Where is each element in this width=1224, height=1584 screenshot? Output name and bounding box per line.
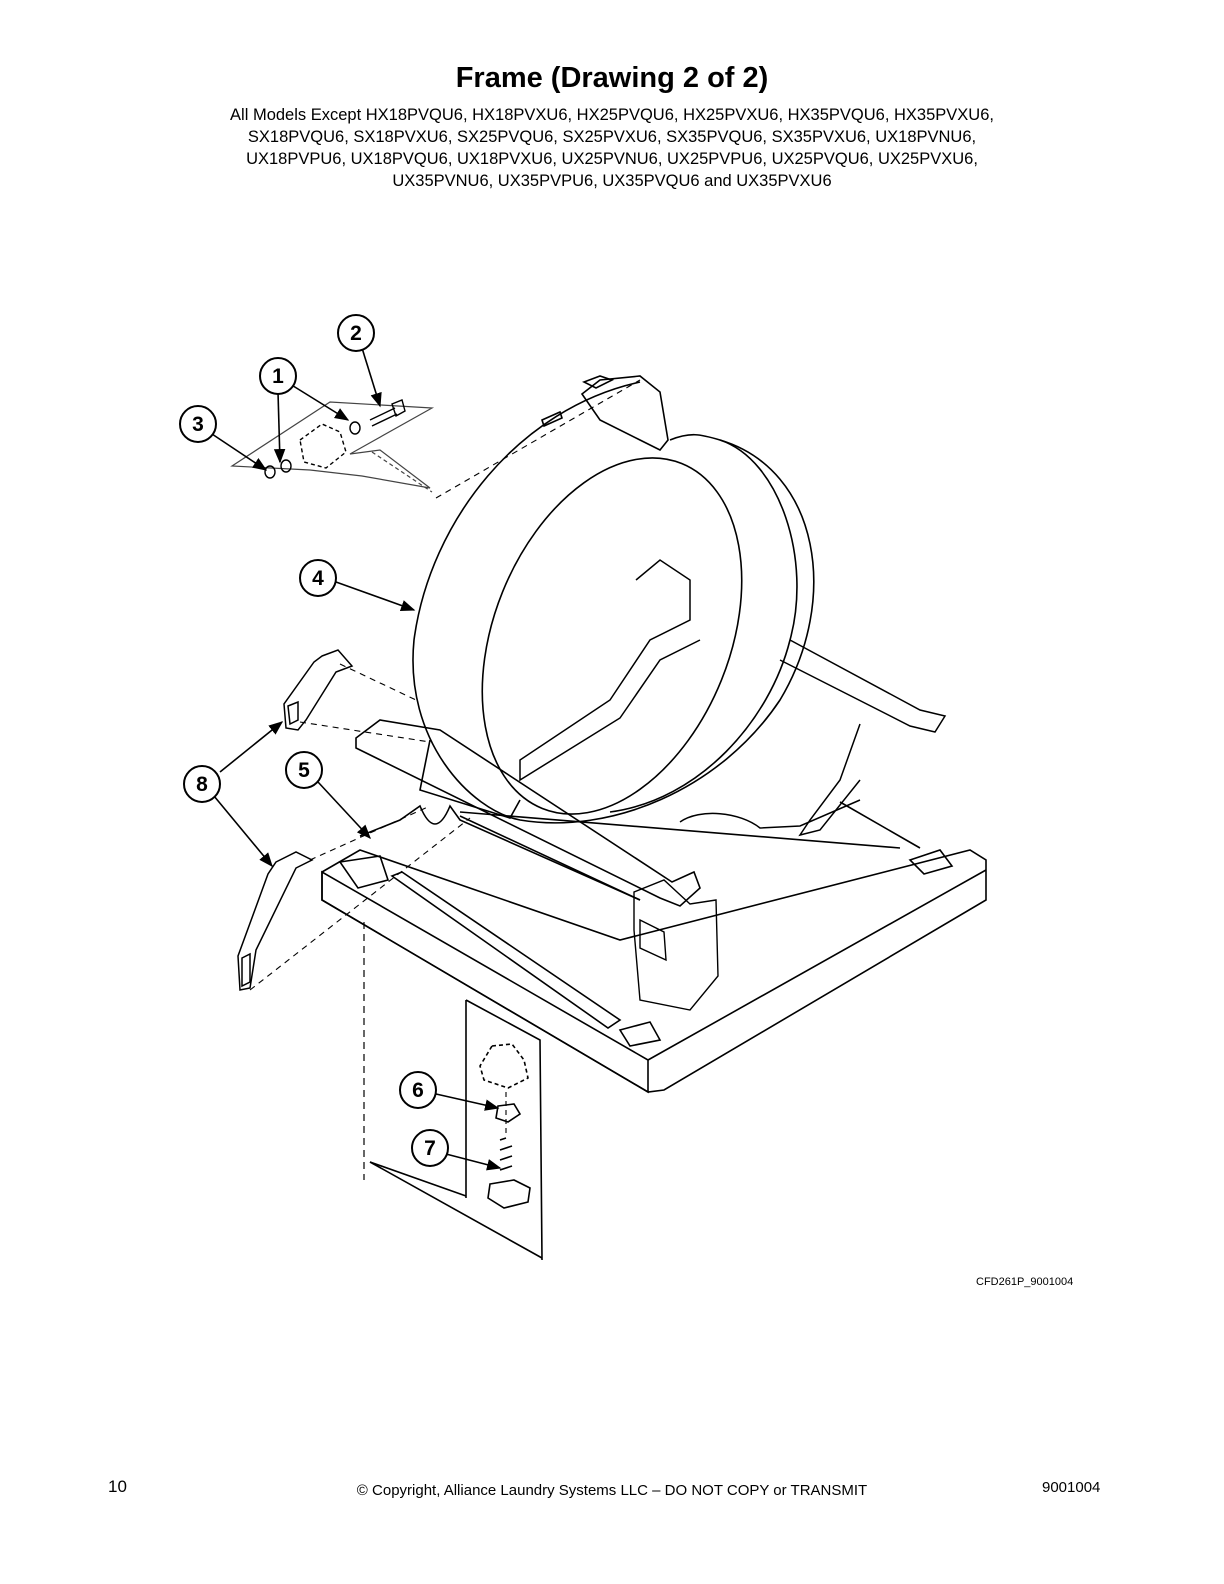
inner-bracket bbox=[519, 559, 701, 782]
washer bbox=[349, 421, 361, 435]
corner-brackets bbox=[237, 649, 354, 991]
drum-band bbox=[412, 375, 815, 824]
bolt bbox=[369, 399, 406, 427]
base-frame bbox=[321, 801, 987, 1094]
leg-foot bbox=[479, 1043, 529, 1089]
callout-8: 8 bbox=[183, 765, 221, 803]
rail-end-bracket bbox=[633, 879, 719, 1011]
callout-1: 1 bbox=[259, 357, 297, 395]
leveling-screw bbox=[487, 1137, 531, 1209]
washer bbox=[280, 459, 292, 473]
model-list-line: SX18PVQU6, SX18PVXU6, SX25PVQU6, SX25PVX… bbox=[247, 128, 977, 146]
svg-text:8: 8 bbox=[196, 773, 208, 796]
hardware-parts bbox=[264, 399, 406, 479]
svg-text:3: 3 bbox=[192, 413, 204, 436]
model-list-line: UX18PVPU6, UX18PVQU6, UX18PVXU6, UX25PVN… bbox=[246, 150, 978, 168]
front-rail bbox=[355, 719, 701, 907]
svg-text:7: 7 bbox=[424, 1137, 436, 1160]
leader-lines bbox=[211, 347, 543, 1259]
svg-text:1: 1 bbox=[272, 365, 284, 388]
svg-text:5: 5 bbox=[298, 759, 310, 782]
alignment-lines bbox=[249, 379, 641, 991]
model-list-line: UX35PVNU6, UX35PVPU6, UX35PVQU6 and UX35… bbox=[392, 172, 832, 190]
callout-6: 6 bbox=[399, 1071, 437, 1109]
callout-2: 2 bbox=[337, 314, 375, 352]
model-list: All Models Except HX18PVQU6, HX18PVXU6, … bbox=[150, 104, 1074, 192]
copyright-notice: © Copyright, Alliance Laundry Systems LL… bbox=[356, 1482, 868, 1499]
hardware-detail-inset bbox=[230, 401, 435, 493]
callout-3: 3 bbox=[179, 405, 217, 443]
page-number: 10 bbox=[108, 1477, 127, 1496]
leg-detail-panel bbox=[363, 922, 543, 1261]
lock-nut bbox=[495, 1103, 522, 1123]
svg-text:6: 6 bbox=[412, 1079, 424, 1102]
model-list-line: All Models Except HX18PVQU6, HX18PVXU6, … bbox=[230, 106, 994, 124]
callout-4: 4 bbox=[299, 559, 337, 597]
nut bbox=[264, 465, 276, 479]
callouts: 1 2 3 4 5 6 7 8 bbox=[179, 314, 449, 1167]
callout-7: 7 bbox=[411, 1129, 449, 1167]
page-title: Frame (Drawing 2 of 2) bbox=[455, 62, 769, 94]
callout-5: 5 bbox=[285, 751, 323, 789]
figure-code: CFD261P_9001004 bbox=[976, 1276, 1074, 1288]
document-number: 9001004 bbox=[1042, 1479, 1101, 1496]
svg-text:2: 2 bbox=[350, 322, 362, 345]
rear-rails bbox=[679, 639, 947, 837]
svg-text:4: 4 bbox=[312, 567, 324, 590]
bracket-ghost bbox=[299, 423, 347, 469]
